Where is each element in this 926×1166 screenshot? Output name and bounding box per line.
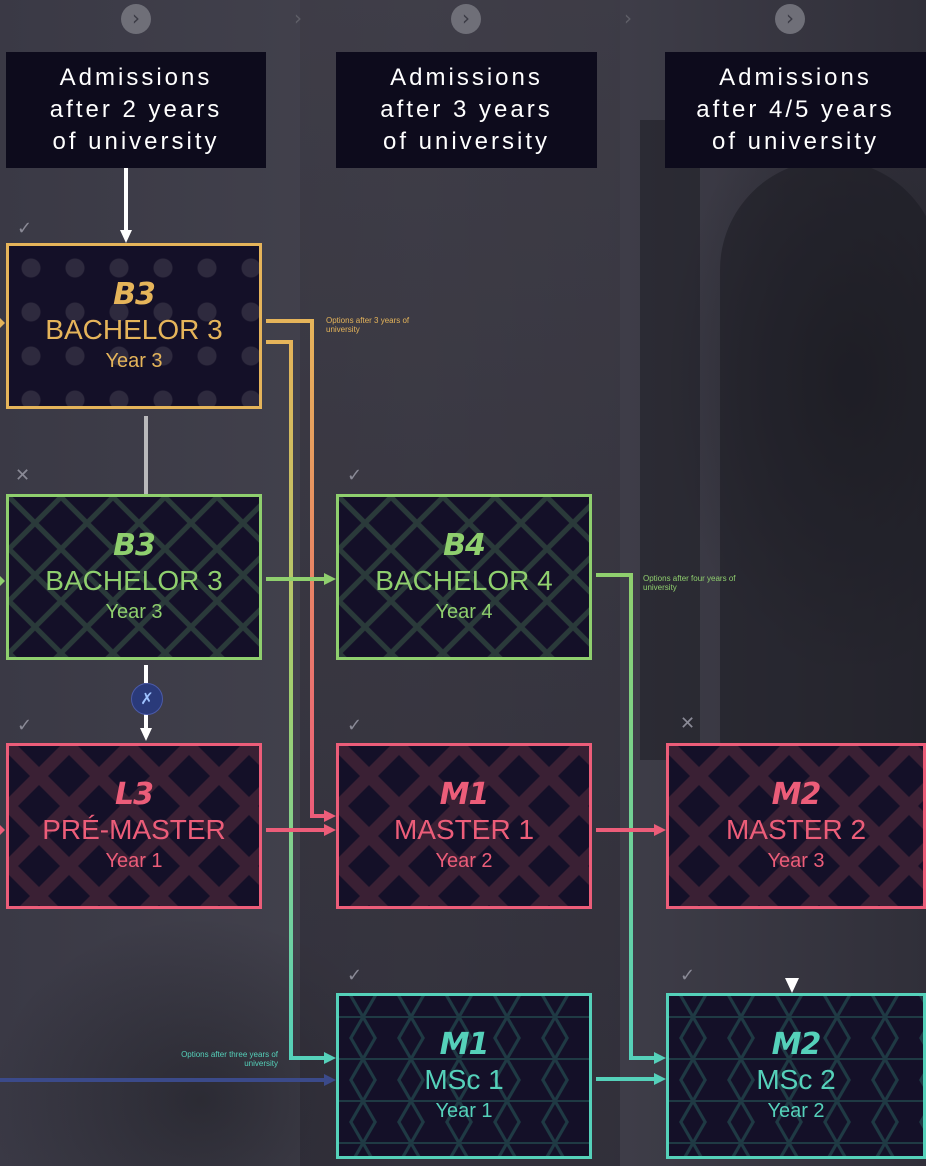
arrow-head <box>324 1052 336 1064</box>
check-icon: ✓ <box>347 965 363 986</box>
card-title: MASTER 2 <box>725 814 867 845</box>
note-options-after-three-years: Options after three years of university <box>181 1050 278 1068</box>
header-line: Admissions <box>390 64 543 91</box>
card-year: Year 3 <box>105 350 163 372</box>
arrow-head <box>324 810 336 822</box>
card-pre-master[interactable]: L3 PRÉ-MASTER Year 1 <box>6 743 262 909</box>
note-options-after-4-years: Options after four years of university <box>643 574 736 592</box>
card-master-2[interactable]: M2 MASTER 2 Year 3 <box>666 743 926 909</box>
connector-line <box>266 319 326 818</box>
note-options-after-3-years: Options after 3 years of university <box>326 316 410 334</box>
card-year: Year 2 <box>435 850 493 872</box>
cross-icon: ✕ <box>680 713 696 734</box>
arrow-head <box>654 1052 666 1064</box>
chevron-right-icon: › <box>624 6 632 30</box>
header-admissions-4-5-years: Admissions after 4/5 years of university <box>665 52 926 168</box>
card-code: B3 <box>113 528 156 563</box>
header-line: after 4/5 years <box>696 96 895 123</box>
check-icon: ✓ <box>17 218 33 239</box>
header-line: after 2 years <box>49 96 223 123</box>
header-line: of university <box>382 128 551 155</box>
card-bachelor-4[interactable]: B4 BACHELOR 4 Year 4 <box>336 494 592 660</box>
arrow-head <box>140 728 152 741</box>
check-icon: ✓ <box>680 965 696 986</box>
arrow-head <box>120 230 132 243</box>
header-line: of university <box>711 128 880 155</box>
arrow-head <box>324 573 336 585</box>
card-code: M2 <box>771 1027 822 1062</box>
connector-line <box>266 340 326 1060</box>
card-code: M1 <box>439 1027 490 1062</box>
chevron-right-icon[interactable]: › <box>451 4 481 34</box>
card-msc-1[interactable]: M1 MSc 1 Year 1 <box>336 993 592 1159</box>
header-admissions-3-years: Admissions after 3 years of university <box>336 52 597 168</box>
chevron-right-icon[interactable]: › <box>775 4 805 34</box>
card-code: B4 <box>443 528 486 563</box>
card-year: Year 4 <box>435 601 493 623</box>
card-title: MSc 1 <box>424 1064 504 1095</box>
card-title: BACHELOR 3 <box>45 314 223 345</box>
check-icon: ✓ <box>17 715 33 736</box>
card-year: Year 1 <box>435 1100 493 1122</box>
header-line: after 3 years <box>380 96 553 123</box>
background-doorway <box>640 120 700 760</box>
arrow-head <box>0 318 5 328</box>
card-msc-2[interactable]: M2 MSc 2 Year 2 <box>666 993 926 1159</box>
check-icon: ✓ <box>347 465 363 486</box>
card-master-1[interactable]: M1 MASTER 1 Year 2 <box>336 743 592 909</box>
header-line: of university <box>52 128 220 155</box>
card-title: BACHELOR 4 <box>375 565 553 596</box>
card-title: BACHELOR 3 <box>45 565 223 596</box>
card-year: Year 3 <box>767 850 825 872</box>
cross-icon: ✕ <box>15 465 31 486</box>
background-person <box>720 160 926 760</box>
card-code: B3 <box>113 277 156 312</box>
card-title: MSc 2 <box>756 1064 836 1095</box>
card-title: PRÉ-MASTER <box>42 814 226 845</box>
connector-line <box>596 573 656 1060</box>
card-code: M2 <box>771 777 822 812</box>
arrow-head <box>324 1074 336 1086</box>
header-admissions-2-years: Admissions after 2 years of university <box>6 52 266 168</box>
card-title: MASTER 1 <box>393 814 535 845</box>
arrow-head <box>654 824 666 836</box>
chevron-right-icon: › <box>294 6 302 30</box>
card-year: Year 1 <box>105 850 163 872</box>
card-bachelor-3-mid[interactable]: B3 BACHELOR 3 Year 3 <box>6 494 262 660</box>
card-year: Year 2 <box>767 1100 825 1122</box>
card-bachelor-3-top[interactable]: B3 BACHELOR 3 Year 3 <box>6 243 262 409</box>
flame-icon: ✗ <box>131 683 163 715</box>
arrow-head <box>785 978 799 993</box>
arrow-head <box>0 576 5 586</box>
header-line: Admissions <box>719 64 872 91</box>
arrow-head <box>324 824 336 836</box>
header-line: Admissions <box>59 64 213 91</box>
check-icon: ✓ <box>347 715 363 736</box>
arrow-head <box>654 1073 666 1085</box>
card-code: M1 <box>439 777 490 812</box>
chevron-right-icon[interactable]: › <box>121 4 151 34</box>
card-year: Year 3 <box>105 601 163 623</box>
card-code: L3 <box>115 777 154 812</box>
arrow-head <box>0 825 5 835</box>
